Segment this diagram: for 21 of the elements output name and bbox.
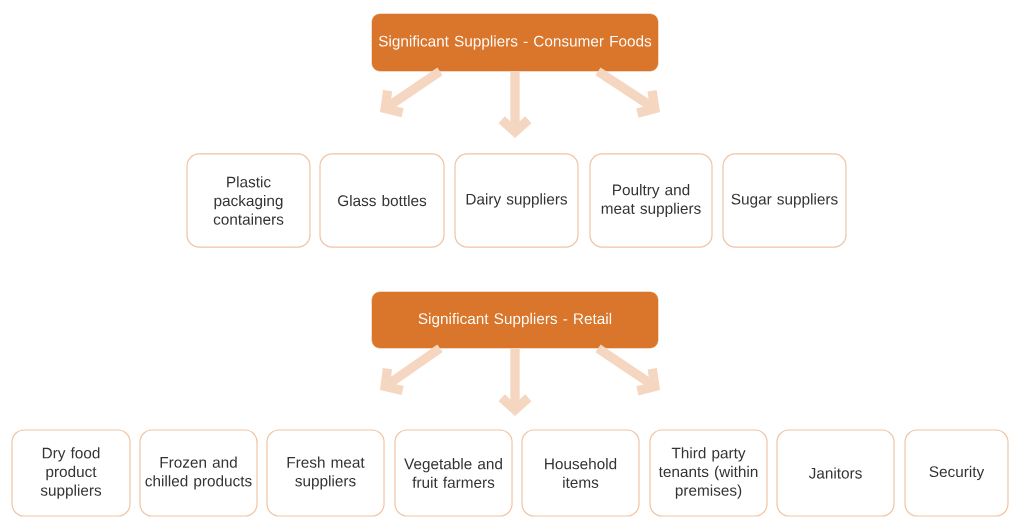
header-box: Significant Suppliers - Retail — [371, 291, 659, 349]
arrow — [595, 67, 660, 118]
arrow — [498, 348, 532, 416]
arrow — [380, 344, 443, 396]
supplier-box: Janitors — [776, 429, 895, 517]
arrow — [380, 67, 443, 118]
header-box: Significant Suppliers - Consumer Foods — [371, 13, 659, 72]
arrow — [498, 71, 532, 138]
supplier-box: Dairy suppliers — [454, 153, 579, 248]
supplier-box: Household items — [521, 429, 640, 517]
supplier-box: Glass bottles — [319, 153, 445, 248]
supplier-box: Third party tenants (within premises) — [649, 429, 768, 517]
supplier-box: Plastic packaging containers — [186, 153, 311, 248]
supplier-box: Sugar suppliers — [722, 153, 847, 248]
supplier-box: Dry food product suppliers — [11, 429, 131, 517]
supplier-box: Fresh meat suppliers — [266, 429, 385, 517]
arrow — [595, 344, 660, 396]
supplier-box: Vegetable and fruit farmers — [394, 429, 513, 517]
supplier-box: Frozen and chilled products — [139, 429, 258, 517]
supplier-box: Security — [904, 429, 1009, 517]
supplier-box: Poultry and meat suppliers — [589, 153, 713, 248]
